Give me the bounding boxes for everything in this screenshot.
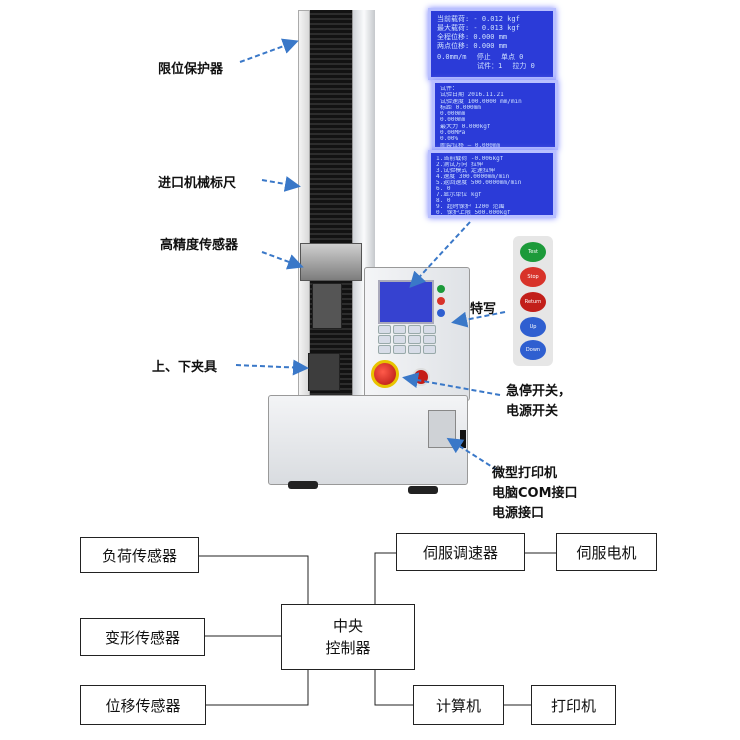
servo-motor-box: 伺服电机: [556, 533, 657, 571]
controller-label-line1: 中央: [332, 617, 363, 635]
lcd-settings-row: 1.当前载荷 -0.006kgf: [436, 156, 504, 162]
arrow-closeup: [451, 311, 506, 328]
callout-arrows: [235, 38, 506, 471]
label-emergency-line2: 电源开关: [506, 404, 559, 419]
servo-motor-label: 伺服电机: [576, 543, 637, 562]
lcd-main-row: 当前载荷: - 0.012 kgf: [437, 15, 520, 23]
button-strip-closeup: Test Stop Return Up Down: [513, 236, 553, 366]
panel-led-red: [437, 297, 445, 305]
arrow-scale: [261, 176, 301, 192]
lcd-main-row: 最大载荷: - 0.013 kgf: [437, 24, 520, 32]
lcd-main-footer: 拉力 0: [512, 62, 535, 70]
lcd-settings-row: 8. 0: [436, 198, 451, 204]
lcd-report-row: 0.000mm: [440, 117, 466, 124]
lcd-closeup-settings: 1.当前载荷 -0.006kgf 2.测试方向 拉伸 3.试验模式 定速拉伸 4…: [428, 150, 556, 218]
lcd-settings-row: 9. 超时保护 1200 范围: [436, 204, 505, 210]
printer-label: 打印机: [550, 696, 596, 715]
lcd-report-row: 0.00%: [440, 136, 459, 143]
label-limit-protector: 限位保护器: [158, 62, 224, 77]
lcd-report-row: 试件：: [440, 86, 459, 92]
printer-box: 打印机: [531, 685, 616, 725]
test-button: Test: [520, 242, 546, 262]
connector-computer: [374, 670, 413, 706]
button-text: Down: [525, 347, 541, 353]
up-button: Up: [520, 317, 546, 337]
lcd-settings-row: 6. 0: [436, 186, 451, 192]
arrow-lcd: [409, 221, 471, 288]
lcd-settings-row: 0. 保护上限 500.000kgf: [436, 210, 511, 216]
arrow-printer: [446, 437, 498, 471]
load-sensor-crosshead: [300, 243, 362, 281]
label-emergency-line1: 急停开关，: [506, 384, 572, 399]
lcd-report-row: 最大力 0.000kgf: [440, 123, 491, 130]
lcd-settings-row: 5.返回速度 500.0000mm/min: [436, 180, 522, 186]
stop-button: Stop: [520, 267, 546, 287]
panel-led-green: [437, 285, 445, 293]
servo-speed-label: 伺服调速器: [422, 543, 498, 562]
fixture: [312, 283, 342, 329]
protective-bellows: [310, 10, 352, 395]
arrow-sensor: [261, 251, 304, 270]
keypad: [378, 325, 440, 361]
lcd-closeup-main: 当前载荷: - 0.012 kgf 最大载荷: - 0.013 kgf 全程位移…: [428, 8, 556, 80]
label-printer-line2: 电脑COM接口: [492, 486, 578, 501]
label-printer-line3: 电源接口: [492, 506, 545, 521]
lcd-main-footer: 试件：1: [477, 62, 503, 70]
label-fixture: 上、下夹具: [152, 360, 218, 375]
central-controller-box: 中央 控制器: [281, 604, 415, 670]
controller-label-line2: 控制器: [325, 639, 371, 657]
label-imported-scale: 进口机械标尺: [158, 176, 237, 191]
lcd-report-row: 标距 0.000mm: [440, 104, 481, 111]
lcd-report-row: 试验日期 2016.11.21: [440, 92, 504, 99]
arrow-fixture: [235, 359, 309, 376]
connector-servo-speed: [374, 552, 396, 604]
button-text: Test: [528, 249, 538, 255]
button-text: Up: [529, 324, 537, 330]
label-printer-line1: 微型打印机: [492, 466, 558, 481]
lcd-settings-row: 2.测试方向 拉伸: [436, 162, 483, 168]
lcd-main-footer: 停止: [476, 53, 491, 61]
connector-displacement-sensor: [206, 670, 309, 706]
lcd-settings-row: 7.显示单位 kgf: [436, 192, 482, 198]
button-text: Stop: [527, 274, 539, 280]
emergency-stop-button: [371, 360, 399, 388]
label-closeup: 特写: [470, 302, 497, 317]
panel-led-blue: [437, 309, 445, 317]
lcd-settings-row: 3.试验模式 定速拉伸: [436, 168, 495, 174]
lcd-settings-row: 4.速度 300.0000mm/min: [436, 174, 510, 180]
displacement-sensor-label: 位移传感器: [105, 696, 181, 715]
foot-right: [408, 486, 438, 494]
connector-load-sensor: [199, 555, 309, 604]
arrow-limit-protector: [239, 38, 299, 63]
lcd-main-row: 全程位移: 0.000 mm: [437, 33, 508, 41]
return-button: Return: [520, 292, 546, 312]
deformation-sensor-box: 变形传感器: [80, 618, 205, 656]
button-text: Return: [524, 299, 542, 305]
lcd-report-row: 试验速度 100.0000 mm/min: [440, 98, 522, 105]
computer-label: 计算机: [435, 696, 481, 715]
lcd-report-row: 0.000mm: [440, 111, 466, 118]
down-button: Down: [520, 340, 546, 360]
lcd-report-row: 断裂位移 — 0.000mm: [440, 142, 501, 149]
lcd-main-row: 两点位移: 0.000 mm: [437, 42, 508, 50]
load-sensor-box: 负荷传感器: [80, 537, 199, 573]
lcd-closeup-report: 试件： 试验日期 2016.11.21 试验速度 100.0000 mm/min…: [432, 80, 558, 150]
computer-box: 计算机: [413, 685, 504, 725]
load-sensor-label: 负荷传感器: [101, 546, 177, 565]
lower-fixture: [308, 353, 340, 391]
lcd-main-footer: 0.0mm/m: [437, 53, 467, 61]
label-high-precision-sensor: 高精度传感器: [160, 238, 239, 253]
displacement-sensor-box: 位移传感器: [80, 685, 206, 725]
servo-speed-box: 伺服调速器: [396, 533, 525, 571]
deformation-sensor-label: 变形传感器: [104, 628, 180, 647]
lcd-report-row: 0.00MPa: [440, 130, 466, 137]
foot-left: [288, 481, 318, 489]
lcd-main-footer: 单点 0: [500, 53, 524, 61]
